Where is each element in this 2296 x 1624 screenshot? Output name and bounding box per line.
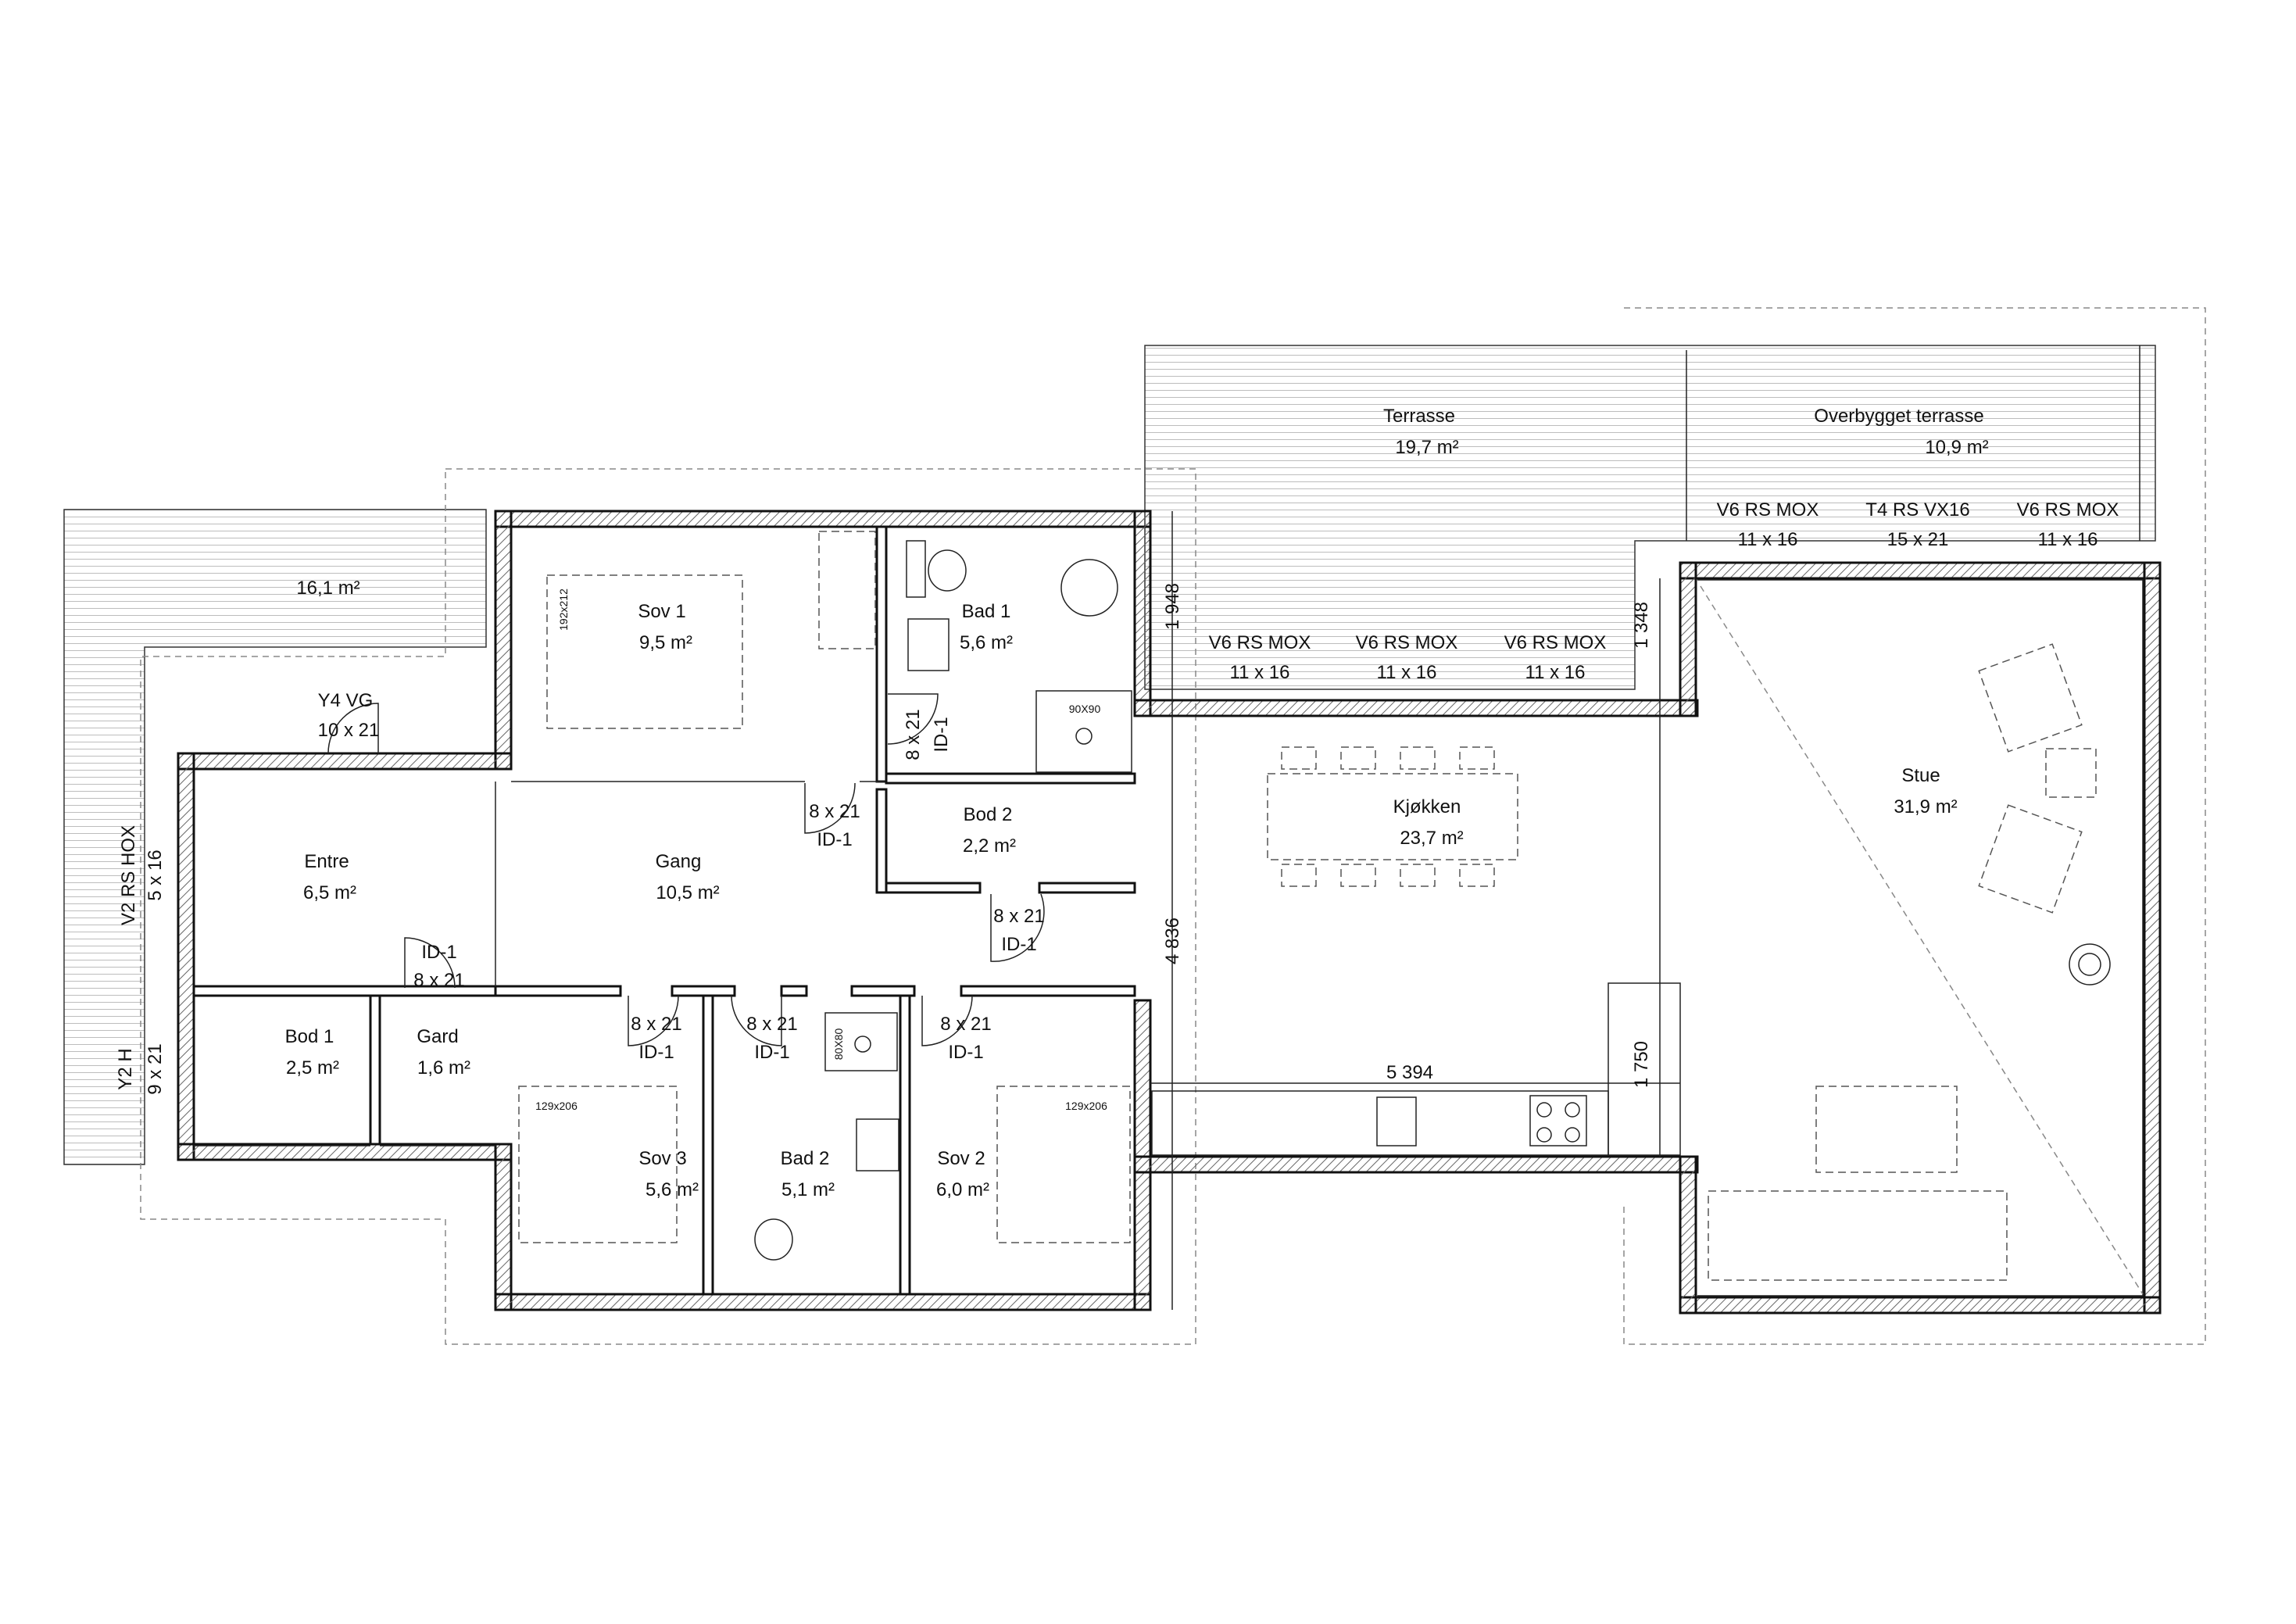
room-name-gang: Gang — [656, 851, 702, 872]
window-kj2-type: V6 RS MOX — [1356, 632, 1458, 653]
window-labels: Y4 VG 10 x 21 V2 RS HOX 5 x 16 Y2 H 9 x … — [115, 499, 2119, 1095]
window-kj1-size: 11 x 16 — [1230, 662, 1290, 683]
door-bad1-id: ID-1 — [931, 717, 952, 752]
door-bod2-id: ID-1 — [1001, 934, 1036, 955]
room-area-bad2: 5,1 m² — [781, 1179, 835, 1200]
door-swings — [327, 693, 1045, 1046]
window-st3-type: V6 RS MOX — [2017, 499, 2119, 520]
furniture — [194, 531, 2144, 1295]
exterior-walls — [177, 510, 2162, 1315]
dimension-5394: 5 394 — [1386, 1062, 1433, 1083]
window-y4vg-size: 10 x 21 — [318, 720, 380, 741]
room-area-gang: 10,5 m² — [656, 882, 719, 903]
window-st1-size: 11 x 16 — [1738, 529, 1798, 550]
terrace-labels: 16,1 m² Terrasse 19,7 m² Overbygget terr… — [296, 406, 1988, 599]
window-st3-size: 11 x 16 — [2038, 529, 2098, 550]
roof-outline — [140, 307, 2206, 1345]
room-name-kjokken: Kjøkken — [1393, 796, 1461, 817]
dimension-1750: 1 750 — [1631, 1041, 1652, 1088]
door-sov2-id: ID-1 — [948, 1042, 983, 1063]
room-area-gard: 1,6 m² — [417, 1057, 470, 1078]
door-sov2-size: 8 x 21 — [940, 1014, 991, 1035]
terrace-left-area: 16,1 m² — [296, 578, 359, 599]
window-kj3-size: 11 x 16 — [1525, 662, 1586, 683]
terrace-area: 19,7 m² — [1395, 437, 1458, 458]
room-name-gard: Gard — [417, 1026, 458, 1047]
window-kj2-size: 11 x 16 — [1377, 662, 1437, 683]
room-name-stue: Stue — [1901, 765, 1940, 786]
room-name-sov2: Sov 2 — [937, 1148, 985, 1169]
room-area-stue: 31,9 m² — [1894, 796, 1957, 817]
room-area-sov1: 9,5 m² — [639, 632, 692, 653]
door-bad2-id: ID-1 — [754, 1042, 789, 1063]
room-area-sov3: 5,6 m² — [646, 1179, 699, 1200]
window-v2-type: V2 RS HOX — [118, 825, 139, 925]
room-name-bod2: Bod 2 — [964, 804, 1013, 825]
door-sov1-size: 8 x 21 — [809, 801, 860, 822]
dimension-1348: 1 348 — [1631, 602, 1652, 649]
door-sov3-id: ID-1 — [638, 1042, 674, 1063]
window-kj3-type: V6 RS MOX — [1504, 632, 1607, 653]
room-area-sov2: 6,0 m² — [936, 1179, 989, 1200]
shower-size-bad1: 90X90 — [1069, 703, 1101, 715]
room-name-entre: Entre — [304, 851, 349, 872]
door-entre-size: 8 x 21 — [413, 970, 464, 991]
door-labels: ID-1 8 x 21 8 x 21 ID-1 8 x 21 ID-1 8 x … — [413, 709, 1044, 1063]
window-y2h-type: Y2 H — [115, 1048, 136, 1089]
door-sov1-id: ID-1 — [817, 829, 852, 850]
door-entre-id: ID-1 — [421, 942, 456, 963]
window-st2-type: T4 RS VX16 — [1865, 499, 1969, 520]
door-bad2-size: 8 x 21 — [746, 1014, 797, 1035]
terrace-name: Terrasse — [1383, 406, 1455, 427]
dimension-4836: 4 836 — [1162, 918, 1183, 964]
room-area-bod1: 2,5 m² — [286, 1057, 339, 1078]
window-y4vg-type: Y4 VG — [318, 690, 374, 711]
covered-terrace-area: 10,9 m² — [1925, 437, 1988, 458]
window-y2h-size: 9 x 21 — [145, 1043, 166, 1094]
terrace-left-deck — [63, 509, 487, 1165]
room-area-bod2: 2,2 m² — [963, 835, 1016, 857]
window-st2-size: 15 x 21 — [1887, 529, 1949, 550]
room-name-bod1: Bod 1 — [285, 1026, 334, 1047]
bed-size-sov2: 129x206 — [1065, 1100, 1107, 1112]
door-bod2-size: 8 x 21 — [993, 906, 1044, 927]
dimension-lines — [1150, 511, 1680, 1310]
bed-size-sov1: 192x212 — [557, 588, 570, 631]
room-area-entre: 6,5 m² — [303, 882, 356, 903]
room-area-bad1: 5,6 m² — [960, 632, 1013, 653]
window-v2-size: 5 x 16 — [145, 850, 166, 900]
room-name-bad2: Bad 2 — [781, 1148, 830, 1169]
room-name-sov1: Sov 1 — [638, 601, 685, 622]
room-name-sov3: Sov 3 — [638, 1148, 686, 1169]
interior-walls — [192, 525, 1136, 1296]
shower-size-bad2: 80X80 — [832, 1028, 845, 1061]
room-name-bad1: Bad 1 — [962, 601, 1011, 622]
window-st1-type: V6 RS MOX — [1717, 499, 1819, 520]
dimension-1948: 1 948 — [1162, 583, 1183, 630]
bed-size-sov3: 129x206 — [535, 1100, 578, 1112]
door-sov3-size: 8 x 21 — [631, 1014, 681, 1035]
dimension-labels: 1 948 1 348 4 836 5 394 1 750 — [1162, 583, 1652, 1088]
covered-terrace-name: Overbygget terrasse — [1814, 406, 1983, 427]
window-kj1-type: V6 RS MOX — [1209, 632, 1311, 653]
room-labels: Sov 1 9,5 m² 192x212 Bad 1 5,6 m² 90X90 … — [285, 588, 1958, 1200]
room-area-kjokken: 23,7 m² — [1400, 828, 1463, 849]
door-bad1-size: 8 x 21 — [903, 709, 924, 760]
